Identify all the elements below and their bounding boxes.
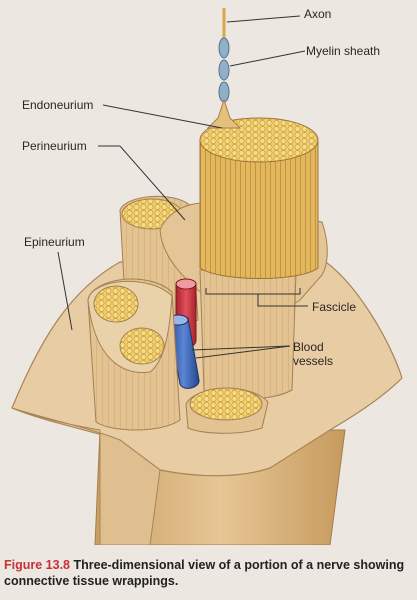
nerve-fiber-bundle [199, 139, 319, 279]
label-vessels: vessels [293, 354, 334, 368]
label-myelin-sheath: Myelin sheath [306, 44, 381, 58]
vein [167, 317, 200, 389]
leader-lines [57, 15, 308, 359]
label-endoneurium: Endoneurium [22, 98, 94, 112]
figure-caption: Figure 13.8 Three-dimensional view of a … [4, 557, 414, 589]
myelin-sheath-segments [206, 37, 242, 129]
nerve-diagram [11, 8, 403, 545]
caption-text: Three-dimensional view of a portion of a… [4, 558, 405, 588]
label-fascicle: Fascicle [312, 300, 357, 314]
label-epineurium: Epineurium [24, 235, 85, 249]
fiber-group-a [93, 285, 139, 323]
epineurium-fold [11, 407, 161, 545]
fiber-bundle-face [199, 117, 319, 163]
fiber-group-b [119, 327, 165, 365]
label-perineurium: Perineurium [22, 139, 87, 153]
artery-lumen [175, 278, 197, 290]
label-blood: Blood [293, 340, 324, 354]
fascicle-central-lower [199, 269, 297, 400]
fascicle-face-front-right [189, 387, 263, 421]
label-axon: Axon [304, 7, 332, 21]
figure-number: Figure 13.8 [4, 558, 70, 572]
